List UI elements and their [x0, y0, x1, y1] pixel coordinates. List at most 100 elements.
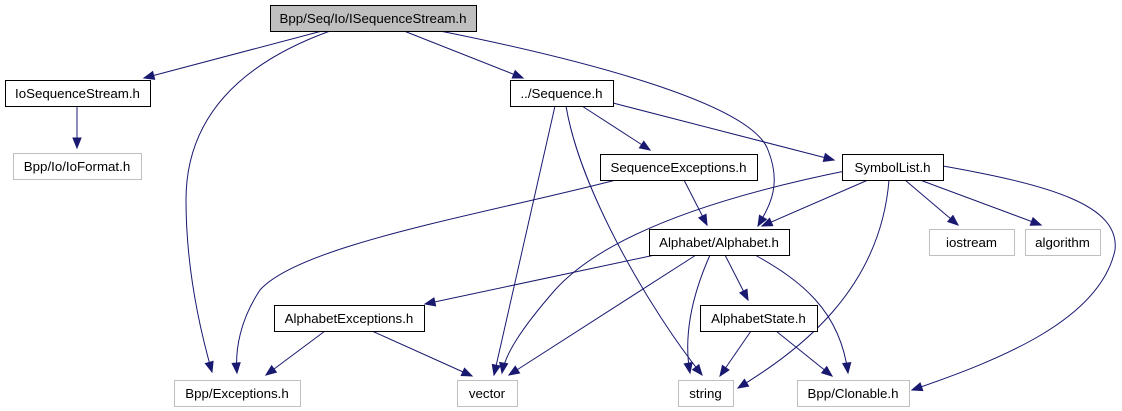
node-algorithm: algorithm	[1025, 229, 1101, 256]
edge-line	[143, 30, 323, 79]
node-box	[1025, 229, 1101, 256]
arrowhead-icon	[264, 364, 278, 376]
edge-line	[919, 179, 1042, 226]
edge-line	[687, 254, 711, 374]
node-string: string	[678, 380, 734, 407]
edge-symbollist-to-clonable	[910, 165, 1116, 392]
node-root: Bpp/Seq/Io/ISequenceStream.h	[270, 5, 477, 32]
node-label: Bpp/Exceptions.h	[185, 386, 289, 401]
node-box	[174, 380, 301, 407]
arrowhead-icon	[499, 361, 509, 375]
edge-line	[371, 330, 473, 377]
edge-sequence-to-symbollist	[612, 102, 836, 162]
node-label: algorithm	[1035, 235, 1090, 250]
arrowhead-icon	[757, 214, 768, 228]
edge-root-to-sequence	[403, 30, 525, 79]
edge-root-to-alphabet	[439, 30, 775, 228]
arrowhead-icon	[491, 363, 501, 377]
node-symbollist[interactable]: SymbolList.h	[842, 154, 944, 181]
node-label: vector	[469, 386, 506, 401]
arrowhead-icon	[698, 213, 708, 227]
edge-line	[761, 179, 869, 227]
edge-symbollist-to-string	[736, 179, 890, 389]
edge-root-to-ioseqstream	[142, 30, 323, 80]
node-box	[5, 80, 151, 107]
edge-line	[493, 105, 556, 376]
edge-root-to-exceptions	[185, 30, 331, 374]
edge-line	[424, 254, 656, 305]
arrowhead-icon	[736, 378, 750, 389]
edge-alphaexceptions-to-exceptions	[264, 330, 326, 376]
node-label: iostream	[946, 235, 997, 250]
edge-line	[581, 105, 651, 151]
edge-sequence-to-seqexceptions	[581, 105, 652, 151]
node-label: SymbolList.h	[854, 160, 930, 175]
node-clonable: Bpp/Clonable.h	[797, 380, 910, 407]
arrowhead-icon	[423, 297, 437, 307]
node-box	[929, 229, 1015, 256]
node-box	[13, 153, 142, 180]
node-exceptions: Bpp/Exceptions.h	[174, 380, 301, 407]
node-alphaexceptions[interactable]: AlphabetExceptions.h	[274, 305, 425, 332]
arrowhead-icon	[946, 214, 960, 226]
arrowhead-icon	[460, 367, 474, 377]
edge-line	[185, 30, 331, 373]
edge-line	[236, 179, 617, 374]
node-seqexceptions[interactable]: SequenceExceptions.h	[600, 154, 758, 181]
node-label: Bpp/Io/IoFormat.h	[24, 159, 130, 174]
edge-symbollist-to-vector	[499, 169, 851, 375]
node-box	[600, 154, 758, 181]
edge-alphaexceptions-to-vector	[371, 330, 474, 377]
node-alphabet[interactable]: Alphabet/Alphabet.h	[649, 229, 790, 256]
node-box	[457, 380, 518, 407]
node-label: string	[689, 386, 722, 401]
edge-alphabet-to-alphastate	[724, 254, 749, 302]
node-iostream: iostream	[929, 229, 1015, 256]
arrowhead-icon	[142, 70, 156, 80]
arrowhead-icon	[841, 361, 852, 375]
edge-line	[775, 330, 833, 377]
node-label: AlphabetState.h	[711, 311, 806, 326]
arrowhead-icon	[719, 364, 730, 378]
node-label: AlphabetExceptions.h	[285, 311, 414, 326]
edge-alphabet-to-clonable	[754, 254, 852, 375]
node-box	[649, 229, 790, 256]
edge-symbollist-to-alphabet	[760, 179, 869, 227]
node-box	[510, 80, 614, 107]
arrowhead-icon	[72, 137, 82, 150]
edge-symbollist-to-iostream	[904, 179, 960, 226]
node-label: Bpp/Seq/Io/ISequenceStream.h	[279, 11, 466, 26]
arrowhead-icon	[822, 152, 836, 162]
node-alphastate[interactable]: AlphabetState.h	[700, 305, 818, 332]
arrowhead-icon	[507, 365, 521, 376]
edge-alphabet-to-string	[683, 254, 711, 375]
edge-line	[911, 165, 1116, 391]
node-box	[270, 5, 477, 32]
edge-alphastate-to-clonable	[775, 330, 834, 377]
edge-sequence-to-vector	[491, 105, 556, 377]
arrowhead-icon	[820, 365, 834, 377]
node-ioseqstream[interactable]: IoSequenceStream.h	[5, 80, 151, 107]
arrowhead-icon	[511, 69, 525, 79]
node-sequence[interactable]: ../Sequence.h	[510, 80, 614, 107]
edge-seqexceptions-to-exceptions	[231, 179, 617, 375]
edge-ioseqstream-to-ioformat	[72, 106, 82, 150]
edges-layer	[72, 30, 1116, 392]
edge-line	[754, 254, 849, 374]
arrowhead-icon	[204, 360, 214, 374]
edge-line	[508, 254, 697, 376]
arrowhead-icon	[683, 361, 693, 375]
arrowhead-icon	[231, 362, 241, 375]
edge-line	[265, 330, 326, 376]
edge-line	[612, 102, 835, 161]
edge-symbollist-to-algorithm	[919, 179, 1043, 226]
arrowhead-icon	[739, 288, 749, 302]
node-label: IoSequenceStream.h	[15, 86, 140, 101]
edge-alphastate-to-string	[719, 330, 752, 378]
edge-line	[501, 169, 851, 374]
arrowhead-icon	[1029, 216, 1043, 226]
node-box	[678, 380, 734, 407]
edge-line	[904, 179, 959, 226]
arrowhead-icon	[910, 382, 924, 392]
